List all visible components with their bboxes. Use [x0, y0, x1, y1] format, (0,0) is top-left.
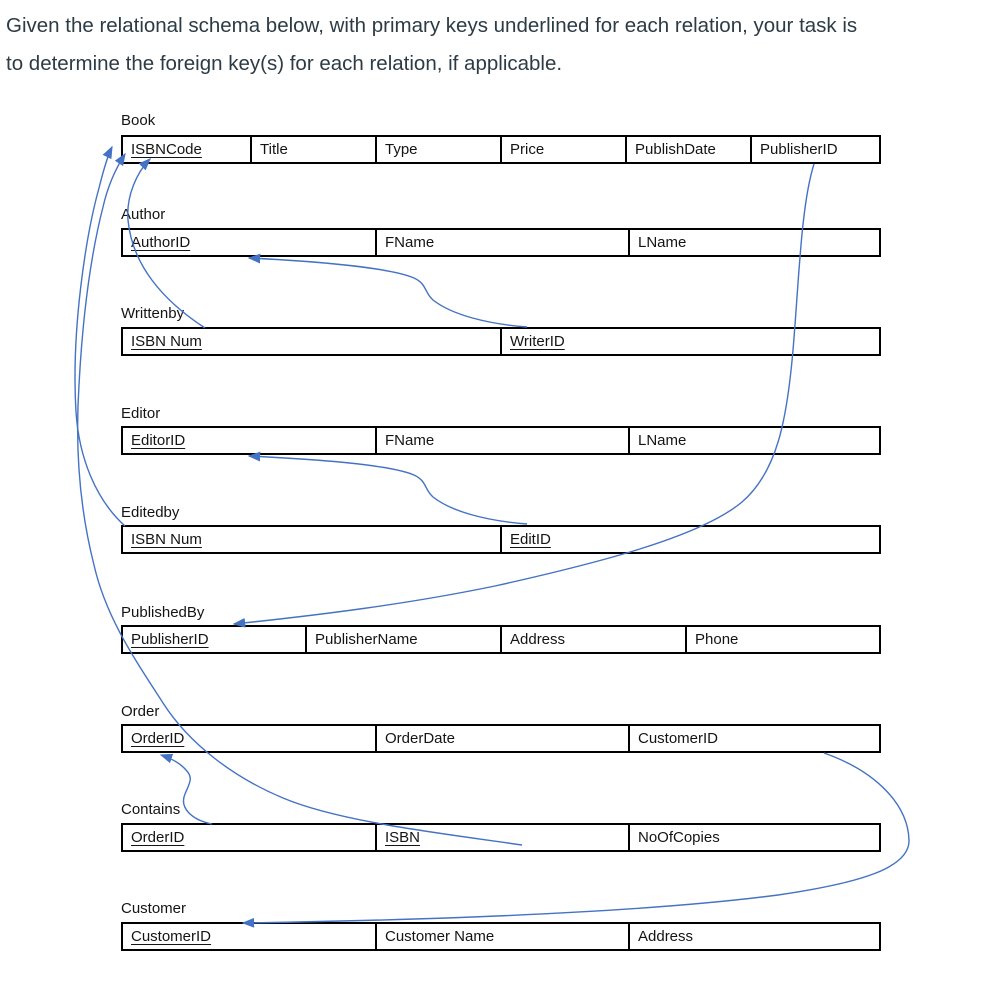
editor-column-editorid: EditorID: [123, 428, 377, 453]
table-editor: EditorID FName LName: [121, 426, 881, 455]
book-column-isbncode: ISBNCode: [123, 137, 252, 162]
customer-column-customerid: CustomerID: [123, 924, 377, 949]
editedby-column-isbn-num: ISBN Num: [123, 527, 502, 552]
table-writtenby: ISBN Num WriterID: [121, 327, 881, 356]
fk-arrow-writtenby-writerid-to-author-authorid: [247, 253, 528, 328]
table-label-contains: Contains: [121, 801, 181, 818]
field: NoOfCopies: [638, 829, 720, 846]
primary-key-field: WriterID: [510, 333, 565, 350]
primary-key-field: ISBN Num: [131, 531, 202, 548]
order-column-orderid: OrderID: [123, 726, 377, 751]
fk-arrow-editedby-isbnnum-to-book-isbncode: [74, 145, 126, 527]
table-label-author: Author: [121, 206, 166, 223]
primary-key-field: OrderID: [131, 730, 185, 747]
field: FName: [385, 234, 435, 251]
book-column-title: Title: [252, 137, 377, 162]
customer-column-customer-name: Customer Name: [377, 924, 630, 949]
book-column-publishdate: PublishDate: [627, 137, 752, 162]
contains-column-isbn: ISBN: [377, 825, 630, 850]
order-column-orderdate: OrderDate: [377, 726, 630, 751]
table-label-editedby: Editedby: [121, 504, 180, 521]
table-label-writtenby: Writtenby: [121, 305, 185, 322]
field: OrderDate: [385, 730, 456, 747]
order-column-customerid: CustomerID: [630, 726, 879, 751]
field: Address: [510, 631, 566, 648]
table-label-publishedby: PublishedBy: [121, 604, 205, 621]
writtenby-column-isbn-num: ISBN Num: [123, 329, 502, 354]
table-book: ISBNCode Title Type Price PublishDate Publish…: [121, 135, 881, 164]
writtenby-column-writerid: WriterID: [502, 329, 879, 354]
table-label-order: Order: [121, 703, 160, 720]
exercise-instructions: Given the relational schema below, with …: [6, 7, 998, 83]
primary-key-field: EditID: [510, 531, 551, 548]
field: PublisherName: [315, 631, 418, 648]
publishedby-column-publisherid: PublisherID: [123, 627, 307, 652]
author-column-fname: FName: [377, 230, 630, 255]
primary-key-field: PublisherID: [131, 631, 209, 648]
primary-key-field: ISBNCode: [131, 141, 202, 158]
field: Address: [638, 928, 694, 945]
table-customer: CustomerID Customer Name Address: [121, 922, 881, 951]
field: Price: [510, 141, 545, 158]
primary-key-field: ISBN: [385, 829, 421, 846]
publishedby-column-publishername: PublisherName: [307, 627, 502, 652]
author-column-authorid: AuthorID: [123, 230, 377, 255]
table-order: OrderID OrderDate CustomerID: [121, 724, 881, 753]
field: FName: [385, 432, 435, 449]
field: Title: [260, 141, 288, 158]
editedby-column-editid: EditID: [502, 527, 879, 552]
table-label-editor: Editor: [121, 405, 161, 422]
field: Phone: [695, 631, 739, 648]
table-contains: OrderID ISBN NoOfCopies: [121, 823, 881, 852]
table-author: AuthorID FName LName: [121, 228, 881, 257]
primary-key-field: CustomerID: [131, 928, 212, 945]
editor-column-lname: LName: [630, 428, 879, 453]
publishedby-column-phone: Phone: [687, 627, 879, 652]
field: Customer Name: [385, 928, 495, 945]
author-column-lname: LName: [630, 230, 879, 255]
instructions-line-1: Given the relational schema below, with …: [6, 14, 858, 37]
primary-key-field: EditorID: [131, 432, 186, 449]
table-publishedby: PublisherID PublisherName Address Phone: [121, 625, 881, 654]
book-column-publisherid: PublisherID: [752, 137, 879, 162]
fk-arrow-editedby-editid-to-editor-editorid: [247, 451, 528, 525]
primary-key-field: ISBN Num: [131, 333, 202, 350]
primary-key-field: OrderID: [131, 829, 185, 846]
field: CustomerID: [638, 730, 719, 747]
customer-column-address: Address: [630, 924, 879, 949]
contains-column-orderid: OrderID: [123, 825, 377, 850]
primary-key-field: AuthorID: [131, 234, 191, 251]
book-column-type: Type: [377, 137, 502, 162]
field: PublisherID: [760, 141, 838, 158]
book-column-price: Price: [502, 137, 627, 162]
table-editedby: ISBN Num EditID: [121, 525, 881, 554]
field: PublishDate: [635, 141, 716, 158]
table-label-book: Book: [121, 112, 156, 129]
editor-column-fname: FName: [377, 428, 630, 453]
field: LName: [638, 234, 687, 251]
instructions-line-2: to determine the foreign key(s) for each…: [6, 52, 563, 75]
field: Type: [385, 141, 418, 158]
contains-column-noofcopies: NoOfCopies: [630, 825, 879, 850]
publishedby-column-address: Address: [502, 627, 687, 652]
table-label-customer: Customer: [121, 900, 187, 917]
field: LName: [638, 432, 687, 449]
